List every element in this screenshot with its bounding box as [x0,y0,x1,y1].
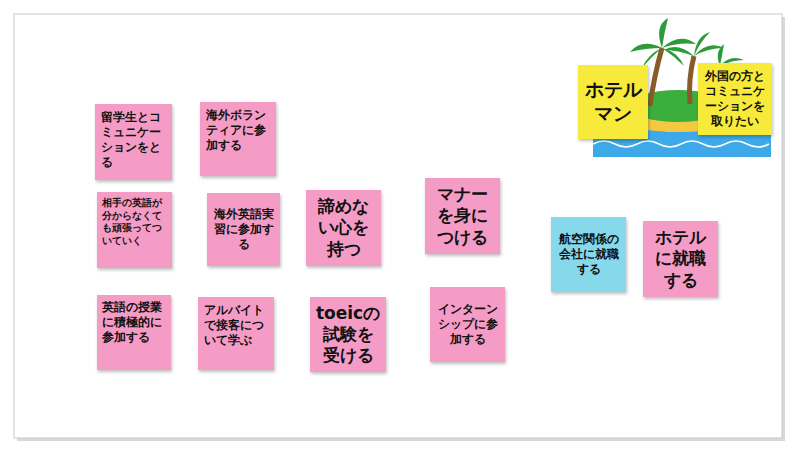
sticky-note: インターンシップに参加する [430,287,505,362]
sticky-note: マナーを身につける [425,178,500,254]
note-text: 海外英語実習に参加する [212,207,275,252]
sticky-note: 留学生とコミュニケーションをとる [95,104,172,180]
sticky-note: 相手の英語が分からなくても頑張ってついていく [97,192,172,268]
sticky-note: 海外英語実習に参加する [207,193,280,266]
wave [593,141,769,147]
sticky-note: 英語の授業に積極的に参加する [97,295,171,370]
sticky-note: 海外ボランティアに参加する [200,102,276,176]
note-text: 留学生とコミュニケーションをとる [101,110,166,170]
palm-trunk [690,56,695,104]
note-text: 英語の授業に積極的に参加する [102,300,166,345]
note-text: 諦めない心を持つ [312,196,375,260]
note-text: 相手の英語が分からなくても頑張ってついていく [102,197,167,247]
note-text: ホテルに就職する [649,227,712,291]
title-note: ホテルマン [578,65,648,139]
note-text: 外国の方とコミュニケーションを取りたい [701,69,769,129]
note-text: アルバイトで接客について学ぶ [204,303,268,348]
sticky-note: ホテルに就職する [643,221,718,297]
frame [14,14,782,438]
sticky-note: toeicの試験を受ける [310,297,386,372]
goal-note: 外国の方とコミュニケーションを取りたい [698,63,772,135]
sticky-note: 諦めない心を持つ [306,190,381,266]
note-text: 航空関係の会社に就職する [556,232,621,277]
note-text: マナーを身につける [431,184,494,248]
cyan-sticky-note: 航空関係の会社に就職する [551,217,626,292]
note-text: インターンシップに参加する [435,302,500,347]
note-text: toeicの試験を受ける [315,303,381,367]
palm-leaves [630,18,744,68]
sticky-note: アルバイトで接客について学ぶ [198,297,274,370]
note-text: 海外ボランティアに参加する [206,108,270,153]
note-text: ホテルマン [584,78,642,126]
